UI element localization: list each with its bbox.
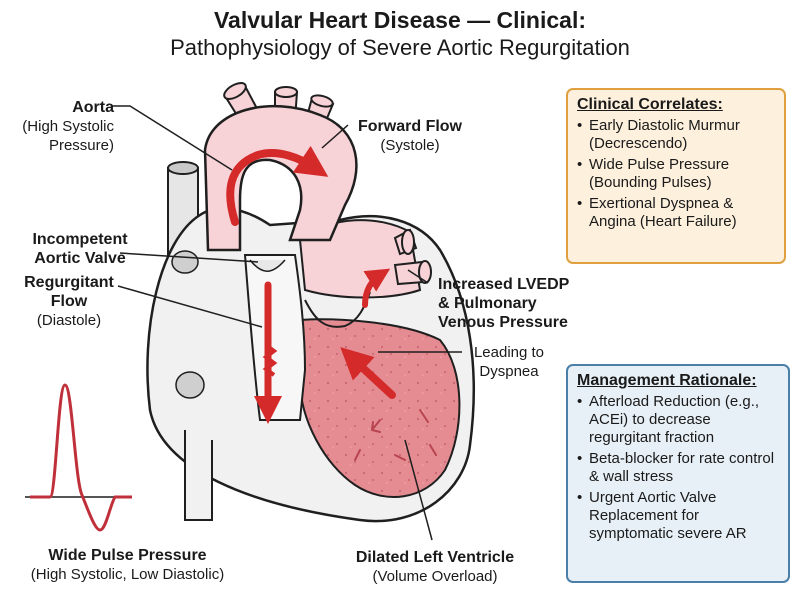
label-aorta: Aorta (High Systolic Pressure): [18, 98, 114, 155]
label-dyspnea-line1: Leading to: [473, 344, 545, 361]
lv-arrow: [340, 347, 396, 399]
label-incompetent-valve: Incompetent Aortic Valve: [10, 230, 150, 268]
title-line-1: Valvular Heart Disease — Clinical:: [213, 7, 586, 33]
clinical-correlates-box: Clinical Correlates: Early Diastolic Mur…: [566, 88, 786, 264]
label-pulse-title: Wide Pulse Pressure: [48, 547, 207, 564]
inferior-vessel: [184, 430, 213, 521]
label-forward-flow-sub: (Systole): [380, 137, 440, 154]
label-lvedp-line1: Increased LVEDP: [438, 276, 570, 293]
label-aorta-sub1: (High Systolic: [22, 118, 114, 135]
label-incompetent-line1: Incompetent: [32, 231, 128, 248]
label-lvedp-line2: & Pulmonary: [438, 295, 537, 312]
label-aorta-title: Aorta: [72, 99, 114, 116]
label-regurgitant-line1: Regurgitant: [24, 274, 114, 291]
regurgitant-zigzag: [262, 343, 278, 377]
atrial-arrow: [362, 268, 391, 308]
label-forward-flow-title: Forward Flow: [358, 118, 462, 135]
lv-swirl-arrows: [354, 409, 437, 461]
aorta: [203, 104, 358, 252]
label-pulse-pressure: Wide Pulse Pressure (High Systolic, Low …: [5, 546, 250, 584]
label-lvedp: Increased LVEDP & Pulmonary Venous Press…: [438, 275, 608, 332]
label-dyspnea: Leading to Dyspnea: [464, 343, 554, 381]
clinical-correlate-item: Early Diastolic Murmur (Decrescendo): [577, 117, 775, 153]
pulse-waveform: [25, 383, 132, 532]
clinical-correlates-list: Early Diastolic Murmur (Decrescendo) Wid…: [577, 117, 775, 231]
label-dilated-lv-sub: (Volume Overload): [372, 568, 498, 585]
management-list: Afterload Reduction (e.g., ACEi) to decr…: [577, 393, 779, 543]
title-line-2: Pathophysiology of Severe Aortic Regurgi…: [170, 35, 630, 60]
management-heading: Management Rationale:: [577, 372, 757, 389]
forward-flow-arrow: [226, 145, 329, 226]
diagram-title: Valvular Heart Disease — Clinical: Patho…: [0, 6, 800, 62]
management-rationale-box: Management Rationale: Afterload Reductio…: [566, 364, 790, 583]
label-lvedp-line3: Venous Pressure: [438, 314, 568, 331]
label-aorta-sub2: Pressure): [48, 137, 114, 154]
grey-details: [171, 250, 205, 399]
leader-lines: [112, 105, 462, 541]
clinical-correlate-item: Exertional Dyspnea & Angina (Heart Failu…: [577, 195, 775, 231]
label-dilated-lv: Dilated Left Ventricle (Volume Overload): [330, 548, 540, 586]
label-regurgitant-flow: Regurgitant Flow (Diastole): [14, 273, 124, 330]
label-dyspnea-line2: Dyspnea: [479, 363, 539, 380]
label-regurgitant-sub: (Diastole): [36, 312, 102, 329]
management-item: Afterload Reduction (e.g., ACEi) to decr…: [577, 393, 779, 447]
clinical-correlates-heading: Clinical Correlates:: [577, 96, 723, 113]
label-forward-flow: Forward Flow (Systole): [330, 117, 490, 155]
left-ventricle: [299, 318, 461, 498]
label-pulse-sub: (High Systolic, Low Diastolic): [30, 566, 225, 583]
label-incompetent-line2: Aortic Valve: [34, 250, 126, 267]
management-item: Beta-blocker for rate control & wall str…: [577, 450, 779, 486]
label-dilated-lv-title: Dilated Left Ventricle: [355, 549, 515, 566]
clinical-correlate-item: Wide Pulse Pressure (Bounding Pulses): [577, 156, 775, 192]
label-regurgitant-line2: Flow: [50, 293, 88, 310]
management-item: Urgent Aortic Valve Replacement for symp…: [577, 489, 779, 543]
